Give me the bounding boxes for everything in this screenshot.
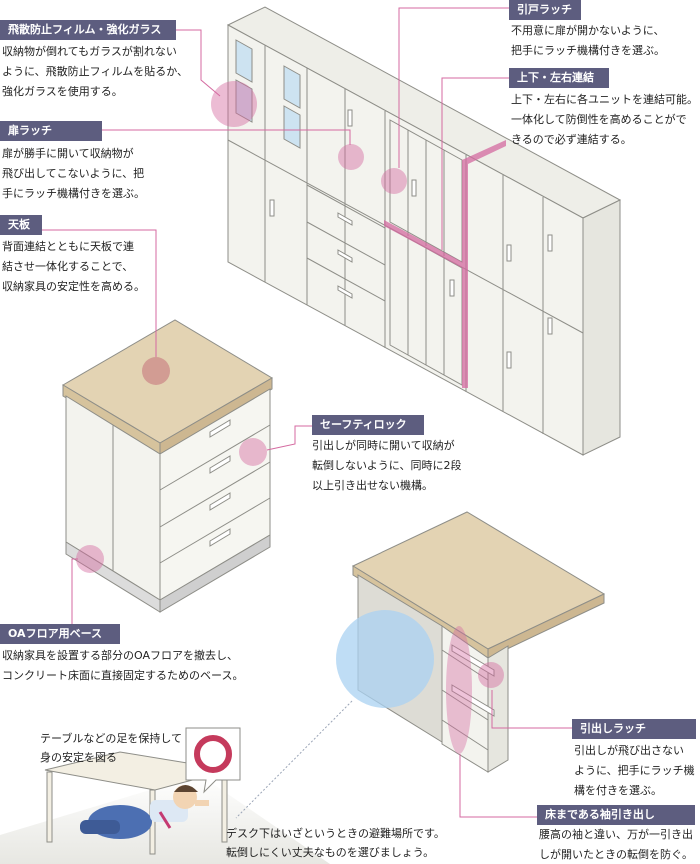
desk-drawer-handles	[451, 644, 495, 717]
leader-lines	[40, 7, 572, 818]
desc-line: 結させ一体化することで、	[2, 260, 134, 273]
desc-line: 背面連結とともに天板で連	[2, 240, 134, 253]
note-desk-under: デスク下はいざというときの避難場所です。 転倒しにくい丈夫なものを選びましょう。	[226, 824, 445, 862]
desc-line: 上下・左右に各ユニットを連結可能。	[511, 93, 698, 106]
desc-line: 以上引き出せない機構。	[312, 479, 433, 492]
callout-title-oa-base: OAフロア用ベース	[0, 624, 120, 644]
note-line: 転倒しにくい丈夫なものを選びましょう。	[226, 846, 435, 859]
wall-left-side	[228, 25, 583, 455]
desc-line: 収納物が倒れてもガラスが割れない	[2, 45, 177, 58]
callout-desc-top-board: 背面連結とともに天板で連 結させ一体化することで、 収納家具の安定性を高める。	[2, 237, 145, 297]
desc-line: 扉が勝手に開いて収納物が	[2, 147, 134, 160]
drawer-cabinet	[62, 319, 273, 613]
callout-desc-glass: 収納物が倒れてもガラスが割れない ように、飛散防止フィルムを貼るか、 強化ガラス…	[2, 42, 188, 102]
highlight-circles	[76, 81, 504, 688]
desc-line: コンクリート床面に直接固定するためのベース。	[2, 669, 244, 682]
note-table-legs: テーブルなどの足を保持して 身の安定を図る	[40, 729, 182, 767]
callout-title-sliding-latch: 引戸ラッチ	[509, 0, 581, 20]
desc-line: 強化ガラスを使用する。	[2, 85, 123, 98]
callout-title-connection: 上下・左右連結	[509, 68, 609, 88]
ok-mark	[185, 727, 241, 794]
desc-line: 把手にラッチ機構付きを選ぶ。	[511, 44, 665, 57]
desc-line: ように、把手にラッチ機	[574, 764, 695, 777]
desc-line: 不用意に扉が開かないように、	[511, 24, 665, 37]
desc-line: 引出しが同時に開いて収納が	[312, 439, 455, 452]
desc-line: きるので必ず連結する。	[511, 133, 632, 146]
connection-highlight	[384, 140, 506, 388]
desc-line: 収納家具の安定性を高める。	[2, 280, 145, 293]
desc-line: 腰高の袖と違い、万が一引き出	[539, 828, 693, 841]
callout-title-door-latch: 扉ラッチ	[0, 121, 102, 141]
desc-line: 引出しが飛び出さない	[574, 744, 684, 757]
desc-line: 転倒しないように、同時に2段	[312, 459, 462, 472]
callout-title-top-board: 天板	[0, 215, 42, 235]
wall-right-side	[582, 199, 621, 456]
desc-line: しが開いたときの転倒を防ぐ。	[539, 848, 693, 861]
desc-line: 収納家具を設置する部分のOAフロアを撤去し、	[2, 649, 238, 662]
callout-desc-oa-base: 収納家具を設置する部分のOAフロアを撤去し、 コンクリート床面に直接固定するため…	[2, 646, 243, 686]
note-line: デスク下はいざというときの避難場所です。	[226, 827, 445, 840]
callout-desc-safety-lock: 引出しが同時に開いて収納が 転倒しないように、同時に2段 以上引き出せない機構。	[312, 436, 461, 496]
cabinet-drawer-handles	[209, 419, 231, 547]
desc-line: 一体化して防倒性を高めることがで	[511, 113, 687, 126]
desk-note-leader	[235, 700, 353, 819]
callout-title-glass: 飛散防止フィルム・強化ガラス	[0, 20, 176, 40]
wall-handles	[269, 109, 553, 369]
callout-title-drawer-latch: 引出しラッチ	[572, 719, 696, 739]
desc-line: 手にラッチ機構付きを選ぶ。	[2, 187, 145, 200]
glass-panes	[235, 39, 301, 149]
desc-line: 飛び出してこないように、把	[2, 167, 145, 180]
pedestal-highlight	[446, 626, 472, 754]
crouching-person	[80, 785, 209, 839]
desc-line: 構を付きを選ぶ。	[574, 784, 662, 797]
callout-desc-drawer-latch: 引出しが飛び出さない ように、把手にラッチ機 構を付きを選ぶ。	[574, 741, 695, 801]
shelter-zone	[336, 610, 434, 708]
callout-desc-door-latch: 扉が勝手に開いて収納物が 飛び出してこないように、把 手にラッチ機構付きを選ぶ。	[2, 144, 145, 204]
note-line: 身の安定を図る	[40, 751, 117, 764]
callout-title-pedestal: 床まである袖引き出し	[537, 805, 695, 825]
callout-desc-pedestal: 腰高の袖と違い、万が一引き出 しが開いたときの転倒を防ぐ。	[539, 825, 693, 864]
note-line: テーブルなどの足を保持して	[40, 732, 183, 745]
callout-desc-connection: 上下・左右に各ユニットを連結可能。 一体化して防倒性を高めることがで きるので必…	[511, 90, 698, 150]
callout-title-safety-lock: セーフティロック	[312, 415, 424, 435]
desc-line: ように、飛散防止フィルムを貼るか、	[2, 65, 189, 78]
callout-desc-sliding-latch: 不用意に扉が開かないように、 把手にラッチ機構付きを選ぶ。	[511, 21, 665, 61]
